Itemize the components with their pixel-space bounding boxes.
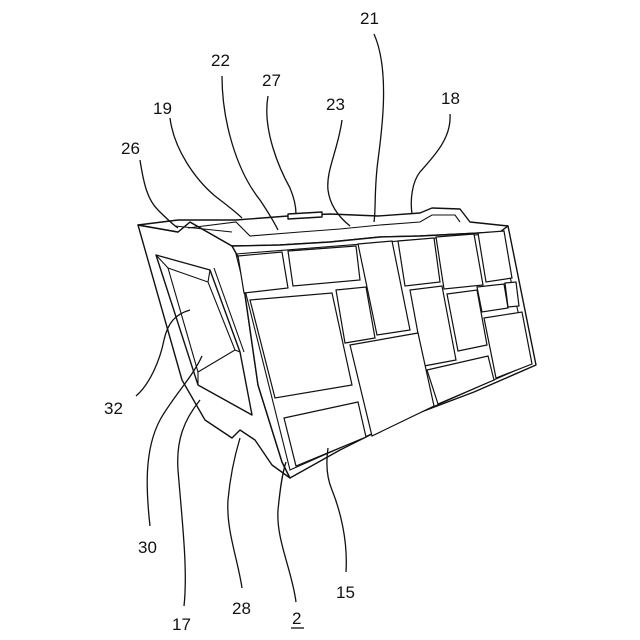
ref-17: 17 xyxy=(172,615,191,634)
leader-18 xyxy=(411,114,450,214)
ref-18: 18 xyxy=(441,89,460,108)
leader-15 xyxy=(327,448,347,572)
ref-19: 19 xyxy=(153,99,172,118)
ref-30: 30 xyxy=(138,538,157,557)
leader-27 xyxy=(267,96,296,214)
leader-26 xyxy=(140,160,178,228)
rim-rib-27 xyxy=(288,212,322,219)
ref-22: 22 xyxy=(211,51,230,70)
ref-32: 32 xyxy=(104,399,123,418)
ref-23: 23 xyxy=(326,95,345,114)
tile xyxy=(398,238,440,286)
leader-21 xyxy=(374,34,384,222)
leader-2 xyxy=(278,462,296,602)
ref-15: 15 xyxy=(336,583,355,602)
tile xyxy=(238,252,288,293)
leader-22 xyxy=(222,76,278,230)
leader-19 xyxy=(170,118,242,218)
tile xyxy=(477,284,508,312)
ref-27: 27 xyxy=(262,71,281,90)
tile xyxy=(436,234,483,289)
leader-28 xyxy=(228,438,242,588)
ref-28: 28 xyxy=(232,599,251,618)
leader-17 xyxy=(178,400,200,606)
tile xyxy=(288,246,360,286)
ref-21: 21 xyxy=(360,9,379,28)
leader-23 xyxy=(328,120,350,226)
tile xyxy=(505,282,519,307)
ref-26: 26 xyxy=(121,139,140,158)
ref-2: 2 xyxy=(292,609,301,628)
